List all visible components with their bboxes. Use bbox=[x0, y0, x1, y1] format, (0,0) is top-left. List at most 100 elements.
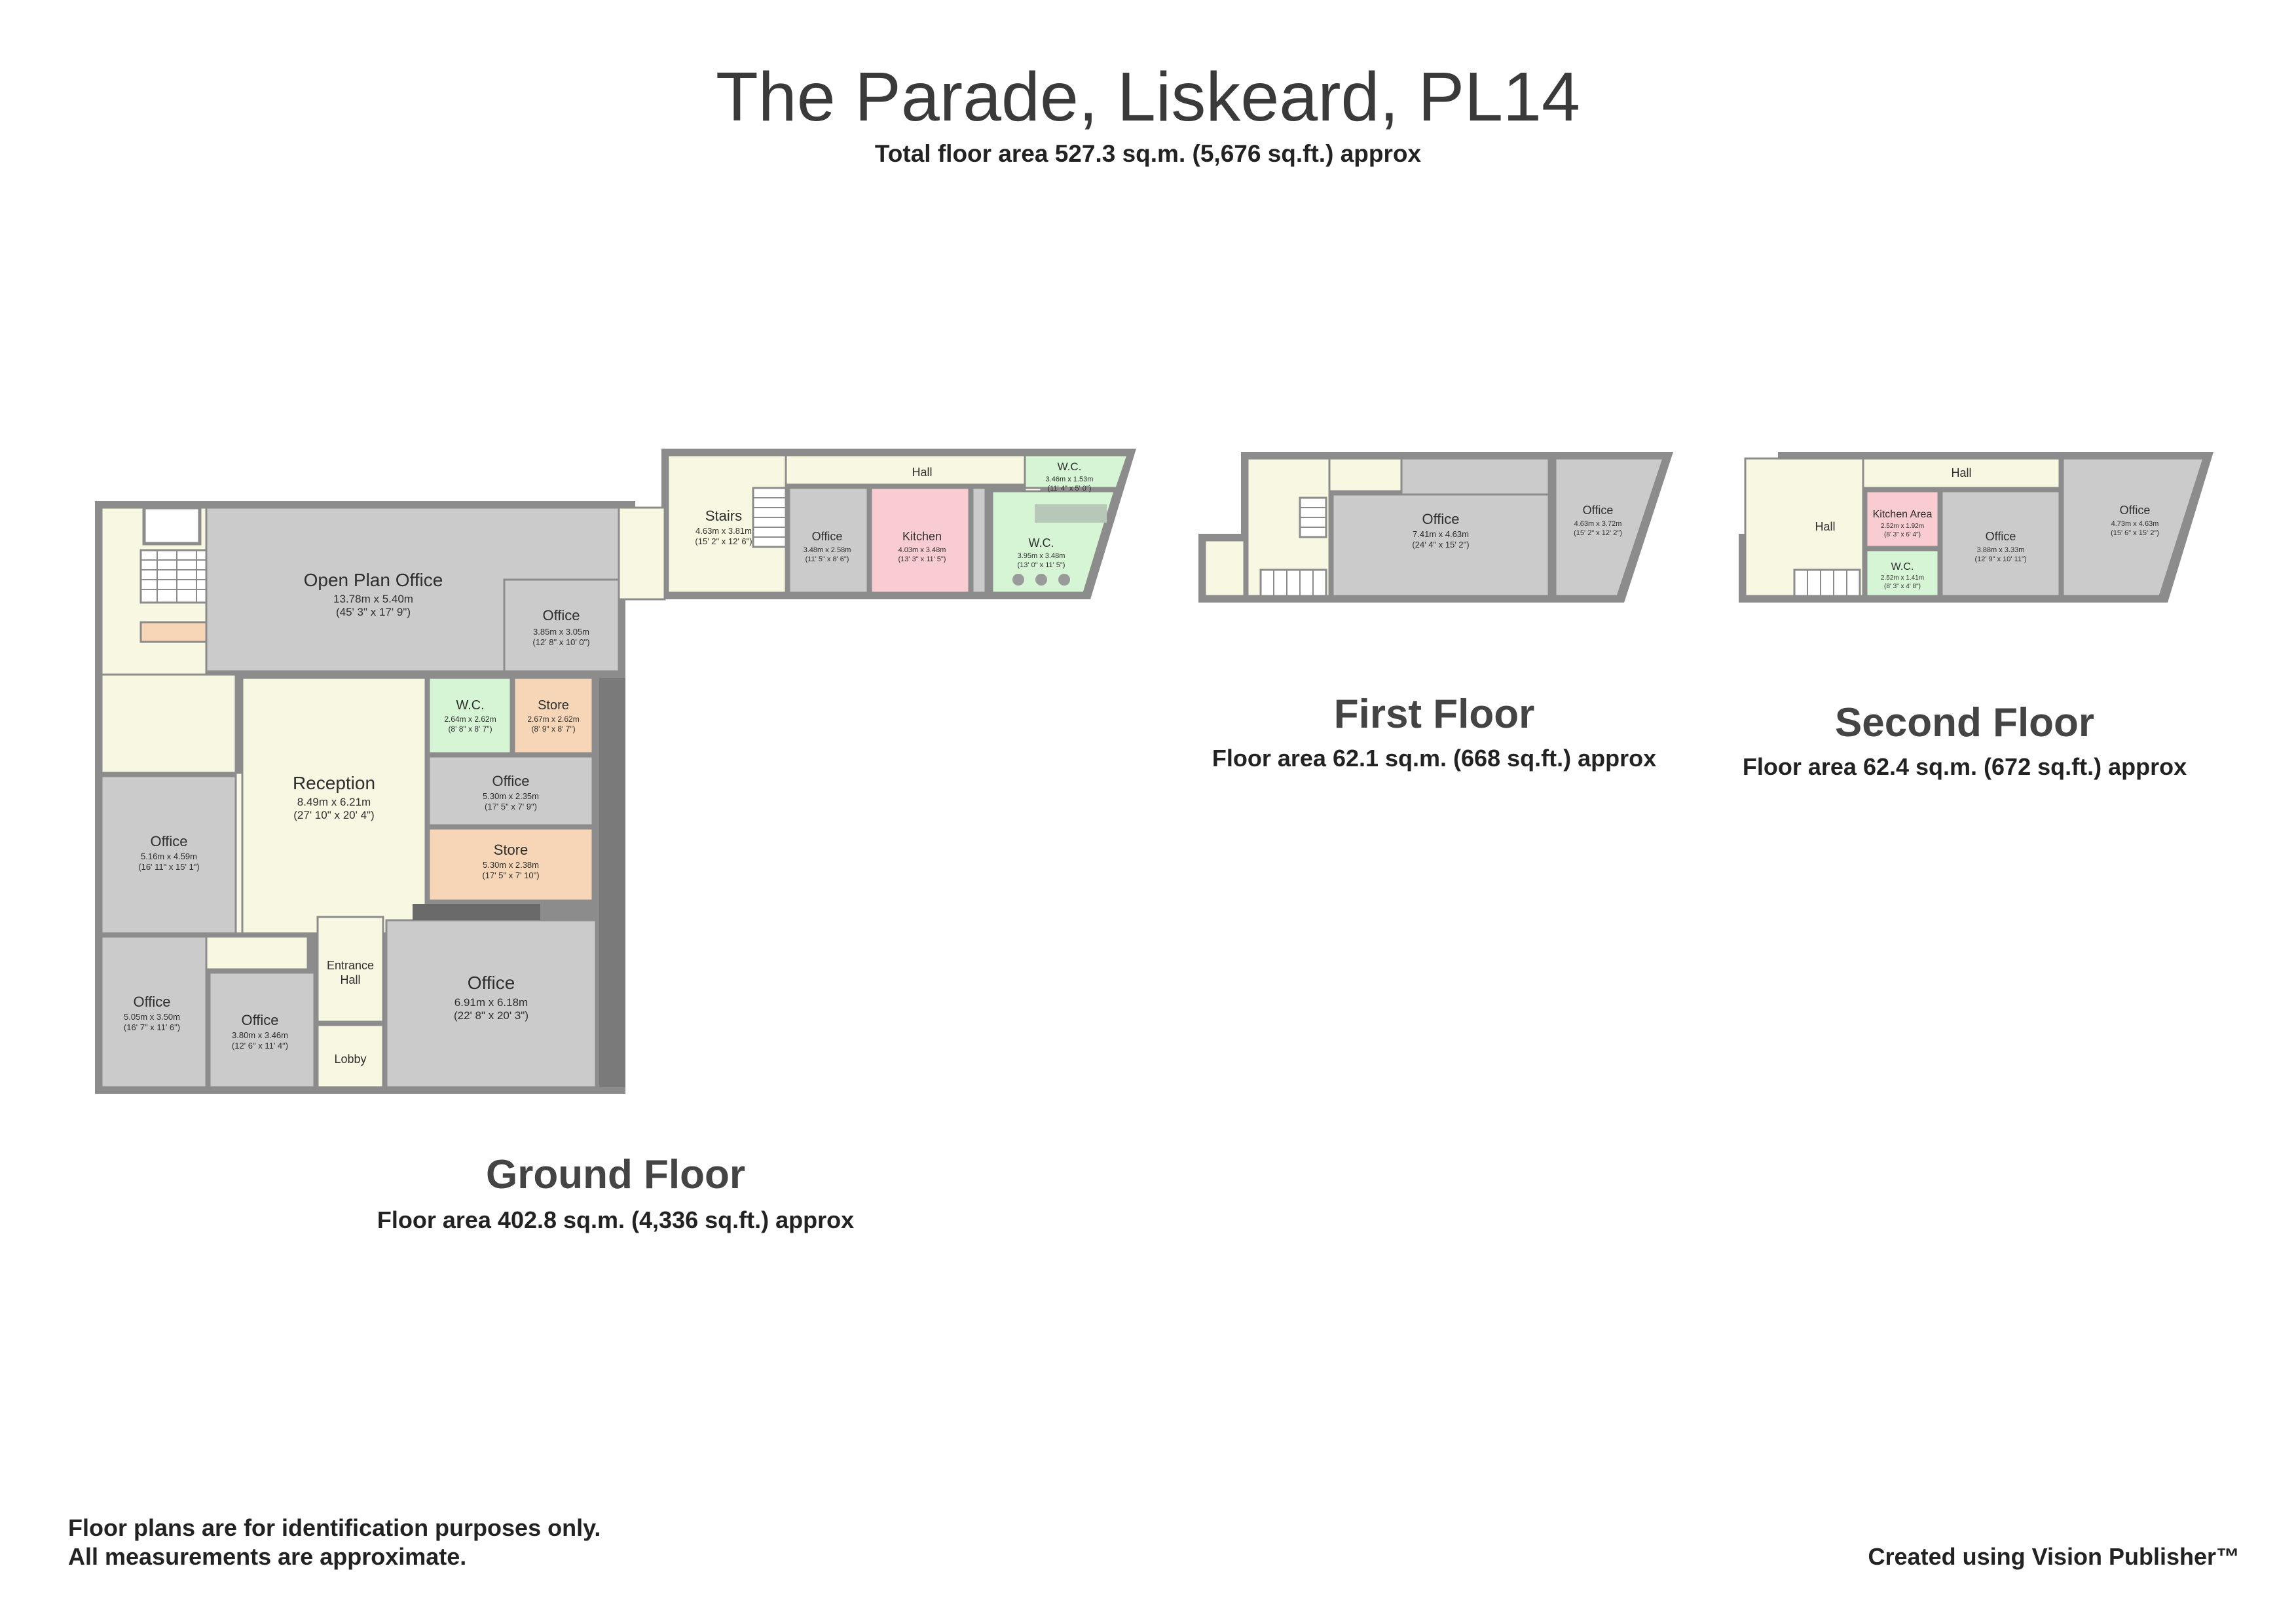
dims-second-office-mid-m: 3.88m x 3.33m bbox=[1977, 546, 2025, 554]
label-store: Store bbox=[494, 842, 528, 858]
dims-office-bottom-mid-m: 3.80m x 3.46m bbox=[232, 1030, 288, 1040]
dims-reception-m: 8.49m x 6.21m bbox=[297, 796, 371, 808]
room-office-left bbox=[100, 775, 237, 935]
dims-office-bottom-left-ft: (16' 7" x 11' 6") bbox=[124, 1022, 180, 1032]
dims-second-kitchen-ft: (8' 3" x 6' 4") bbox=[1884, 531, 1921, 538]
label-wc-ground: W.C. bbox=[456, 698, 484, 713]
room-store-small bbox=[513, 677, 594, 755]
dims-office-left-m: 5.16m x 4.59m bbox=[141, 851, 197, 861]
dims-office-rear-ft: (11' 5" x 8' 6") bbox=[805, 555, 849, 563]
room-wc-ground bbox=[428, 677, 512, 755]
label-first-office-main: Office bbox=[1422, 511, 1459, 527]
label-second-office-mid: Office bbox=[1986, 530, 2016, 543]
label-wc-small: W.C. bbox=[1058, 460, 1082, 473]
label-entrance: Entrance bbox=[327, 959, 374, 972]
stairs-ground-rear bbox=[752, 487, 787, 548]
label-entrance-hall: Hall bbox=[340, 973, 360, 986]
label-office-left: Office bbox=[150, 833, 187, 849]
dims-wc-ground-m: 2.64m x 2.62m bbox=[444, 715, 496, 724]
ground-floor-title: Ground Floor bbox=[485, 1152, 746, 1197]
room-office-bottom-mid bbox=[208, 971, 316, 1089]
second-floor-area: Floor area 62.4 sq.m. (672 sq.ft.) appro… bbox=[1742, 753, 2187, 780]
room-second-kitchen bbox=[1865, 490, 1940, 548]
room-first-office-side bbox=[1554, 457, 1665, 597]
vision-publisher-credit: Created using Vision Publisher™ bbox=[1868, 1543, 2240, 1570]
dims-stairs-m: 4.63m x 3.81m bbox=[695, 526, 752, 536]
label-office-bottom-left: Office bbox=[133, 994, 170, 1010]
label-office-small: Office bbox=[542, 607, 580, 624]
first-floor-area: Floor area 62.1 sq.m. (668 sq.ft.) appro… bbox=[1212, 745, 1657, 772]
label-first-office-side: Office bbox=[1583, 504, 1614, 517]
room-reception bbox=[241, 677, 427, 935]
dims-office-mid-m: 5.30m x 2.35m bbox=[483, 791, 539, 801]
ground-floor-area: Floor area 402.8 sq.m. (4,336 sq.ft.) ap… bbox=[377, 1206, 855, 1233]
total-floor-area: Total floor area 527.3 sq.m. (5,676 sq.f… bbox=[874, 140, 1422, 167]
label-office-big: Office bbox=[468, 973, 515, 993]
first-floor-plan bbox=[1198, 452, 1673, 603]
dims-first-office-side-ft: (15' 2" x 12' 2") bbox=[1574, 529, 1622, 537]
room-office-rear bbox=[788, 487, 869, 594]
dims-wc-small-m: 3.46m x 1.53m bbox=[1046, 476, 1094, 483]
dims-office-small-m: 3.85m x 3.05m bbox=[533, 627, 589, 637]
label-second-office-right: Office bbox=[2120, 504, 2151, 517]
room-second-hall-top bbox=[1862, 457, 2061, 489]
dims-office-bottom-mid-ft: (12' 6" x 11' 4") bbox=[232, 1041, 288, 1051]
room-second-office-right bbox=[2062, 457, 2206, 597]
dims-store-small-m: 2.67m x 2.62m bbox=[527, 715, 579, 724]
second-floor-title: Second Floor bbox=[1834, 700, 2095, 745]
stairs-second bbox=[1793, 569, 1861, 597]
label-second-kitchen: Kitchen Area bbox=[1873, 509, 1933, 520]
second-floor-plan bbox=[1739, 452, 2213, 603]
label-kitchen: Kitchen bbox=[902, 530, 942, 543]
dims-second-wc-ft: (8' 3" x 4' 8") bbox=[1884, 583, 1921, 590]
room-office-mid bbox=[428, 755, 594, 827]
label-hall-rear: Hall bbox=[912, 466, 932, 479]
dims-first-office-main-m: 7.41m x 4.63m bbox=[1413, 529, 1469, 539]
room-store bbox=[428, 827, 594, 902]
dims-second-office-right-ft: (15' 6" x 15' 2") bbox=[2111, 529, 2159, 537]
dims-store-ft: (17' 5" x 7' 10") bbox=[482, 870, 539, 880]
dims-office-left-ft: (16' 11" x 15' 1") bbox=[138, 862, 199, 872]
label-office-mid: Office bbox=[492, 773, 529, 789]
room-kitchen bbox=[870, 487, 971, 594]
ground-floor-plan bbox=[95, 449, 1136, 1094]
dims-second-kitchen-m: 2.52m x 1.92m bbox=[1881, 523, 1924, 530]
disclaimer-line-1: Floor plans are for identification purpo… bbox=[68, 1514, 601, 1541]
ground-floor-labels: Open Plan Office 13.78m x 5.40m (45' 3" … bbox=[124, 460, 1093, 1066]
room-first-office-main bbox=[1331, 493, 1550, 597]
dims-second-office-mid-ft: (12' 9" x 10' 11") bbox=[1974, 555, 2026, 563]
dims-office-big-m: 6.91m x 6.18m bbox=[454, 996, 528, 1009]
label-office-bottom-mid: Office bbox=[241, 1012, 278, 1028]
dims-store-small-ft: (8' 9" x 8' 7") bbox=[531, 724, 575, 734]
room-office-small bbox=[503, 578, 620, 673]
stairs-ground-left bbox=[139, 549, 214, 604]
dims-open-plan-office-ft: (45' 3" x 17' 9") bbox=[336, 606, 411, 618]
first-floor-title: First Floor bbox=[1333, 692, 1535, 737]
room-wc-small bbox=[1024, 454, 1130, 489]
room-lobby bbox=[316, 1024, 384, 1089]
room-second-wc bbox=[1865, 549, 1940, 597]
first-floor-labels: Office 7.41m x 4.63m (24' 4" x 15' 2") O… bbox=[1412, 504, 1621, 550]
label-wc-rear: W.C. bbox=[1029, 536, 1054, 550]
label-second-hall-top: Hall bbox=[1951, 466, 1971, 479]
disclaimer-line-2: All measurements are approximate. bbox=[68, 1543, 467, 1570]
dims-open-plan-office-m: 13.78m x 5.40m bbox=[333, 593, 413, 605]
dims-kitchen-ft: (13' 3" x 11' 5") bbox=[898, 555, 946, 563]
label-store-small: Store bbox=[538, 698, 569, 713]
dims-wc-rear-m: 3.95m x 3.48m bbox=[1018, 552, 1065, 560]
plan-title: The Parade, Liskeard, PL14 bbox=[716, 58, 1580, 136]
stairs-first bbox=[1259, 496, 1327, 597]
dims-office-rear-m: 3.48m x 2.58m bbox=[804, 546, 851, 554]
label-reception: Reception bbox=[293, 773, 375, 793]
label-second-wc: W.C. bbox=[1891, 561, 1914, 572]
room-office-big bbox=[385, 919, 597, 1089]
room-office-bottom-left bbox=[100, 935, 208, 1089]
room-entrance-hall bbox=[316, 916, 384, 1023]
dims-second-wc-m: 2.52m x 1.41m bbox=[1881, 574, 1924, 582]
dims-stairs-ft: (15' 2" x 12' 6") bbox=[695, 536, 752, 546]
dims-wc-rear-ft: (13' 0" x 11' 5") bbox=[1018, 561, 1065, 569]
dims-store-m: 5.30m x 2.38m bbox=[483, 860, 539, 870]
dims-second-office-right-m: 4.73m x 4.63m bbox=[2111, 520, 2159, 528]
dims-wc-small-ft: (11' 4" x 5' 0") bbox=[1048, 485, 1092, 493]
